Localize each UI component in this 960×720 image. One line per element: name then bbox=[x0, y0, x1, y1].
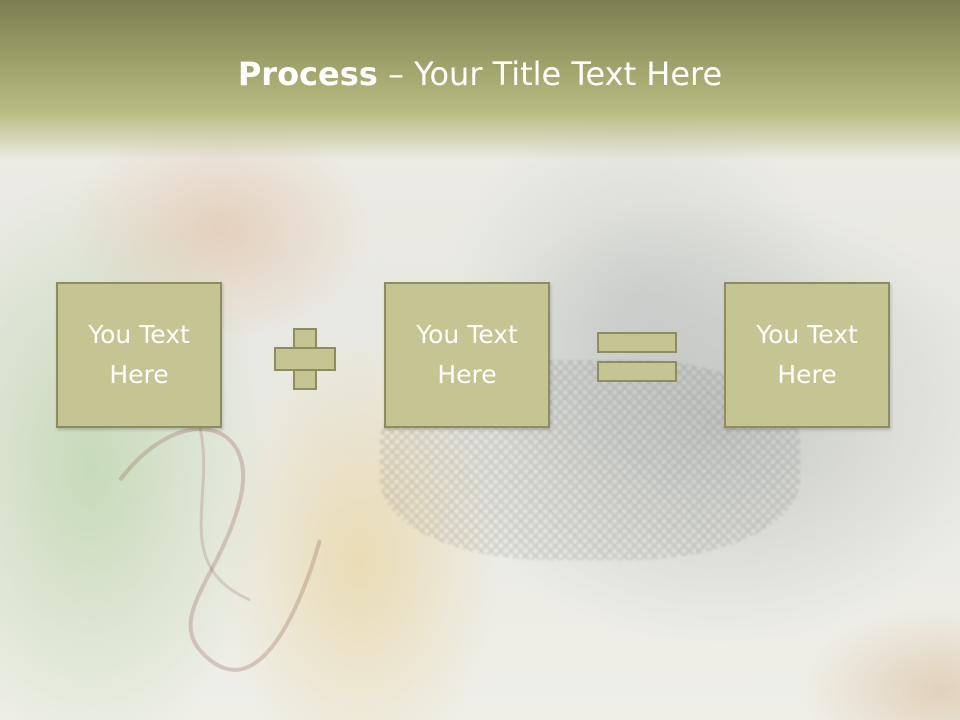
equals-icon bbox=[597, 332, 677, 384]
process-box-text: You Text Here bbox=[402, 315, 532, 395]
equals-bottom-bar bbox=[597, 361, 677, 382]
slide-title: Process – Your Title Text Here bbox=[0, 52, 960, 96]
process-box-text: You Text Here bbox=[74, 315, 204, 395]
process-box-3[interactable]: You Text Here bbox=[724, 282, 890, 428]
plus-center bbox=[295, 349, 315, 369]
background-script-decoration bbox=[118, 399, 322, 672]
equals-top-bar bbox=[597, 332, 677, 353]
process-box-line-2: Here bbox=[777, 360, 837, 389]
process-box-text: You Text Here bbox=[742, 315, 872, 395]
title-rest: – Your Title Text Here bbox=[377, 55, 723, 93]
process-box-line-2: Here bbox=[437, 360, 497, 389]
process-box-2[interactable]: You Text Here bbox=[384, 282, 550, 428]
title-banner bbox=[0, 0, 960, 160]
plus-icon bbox=[274, 328, 336, 390]
title-bold: Process bbox=[237, 55, 378, 93]
process-box-line-1: You Text bbox=[416, 320, 518, 349]
process-box-line-1: You Text bbox=[88, 320, 190, 349]
process-box-1[interactable]: You Text Here bbox=[56, 282, 222, 428]
process-box-line-1: You Text bbox=[756, 320, 858, 349]
process-box-line-2: Here bbox=[109, 360, 169, 389]
